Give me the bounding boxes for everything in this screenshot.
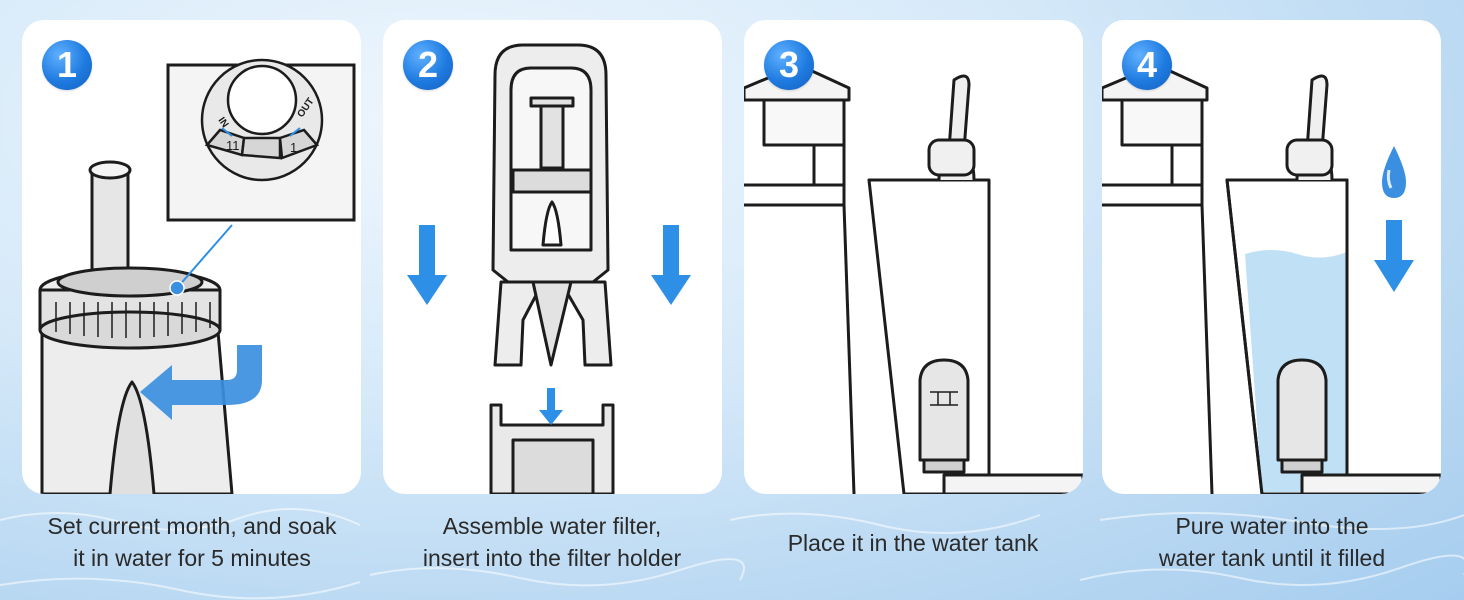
tank-fill-illustration bbox=[1102, 63, 1441, 494]
caption-line: Place it in the water tank bbox=[787, 530, 1039, 556]
dial-mark-right: 1 bbox=[290, 140, 297, 155]
filter-dial-illustration: IN OUT 11 1 bbox=[38, 58, 356, 494]
dial-mark-left: 11 bbox=[226, 138, 240, 153]
step-4-caption: Pure water into the water tank until it … bbox=[1092, 510, 1452, 574]
step-1-panel: 1 bbox=[22, 20, 361, 494]
step-4-number-badge: 4 bbox=[1122, 40, 1172, 90]
caption-line: Set current month, and soak bbox=[47, 513, 337, 539]
step-3-panel: 3 bbox=[744, 20, 1083, 494]
step-1-number-badge: 1 bbox=[42, 40, 92, 90]
filter-assembly-illustration bbox=[407, 43, 691, 494]
caption-line: Assemble water filter, bbox=[442, 513, 662, 539]
rotate-arrow-icon bbox=[140, 345, 262, 420]
down-arrow-icon bbox=[1374, 220, 1414, 292]
step-2-caption: Assemble water filter, insert into the f… bbox=[372, 510, 732, 574]
step-4-panel: 4 bbox=[1102, 20, 1441, 494]
caption-line: Pure water into the bbox=[1175, 513, 1369, 539]
step-1-caption: Set current month, and soak it in water … bbox=[12, 510, 372, 574]
tank-placement-illustration bbox=[744, 63, 1083, 494]
step-3-caption: Place it in the water tank bbox=[733, 527, 1093, 559]
caption-line: insert into the filter holder bbox=[422, 545, 682, 571]
water-drop-icon bbox=[1382, 146, 1406, 198]
caption-line: water tank until it filled bbox=[1158, 545, 1386, 571]
step-2-number-badge: 2 bbox=[403, 40, 453, 90]
step-3-number-badge: 3 bbox=[764, 40, 814, 90]
caption-line: it in water for 5 minutes bbox=[73, 545, 311, 571]
step-2-panel: 2 bbox=[383, 20, 722, 494]
